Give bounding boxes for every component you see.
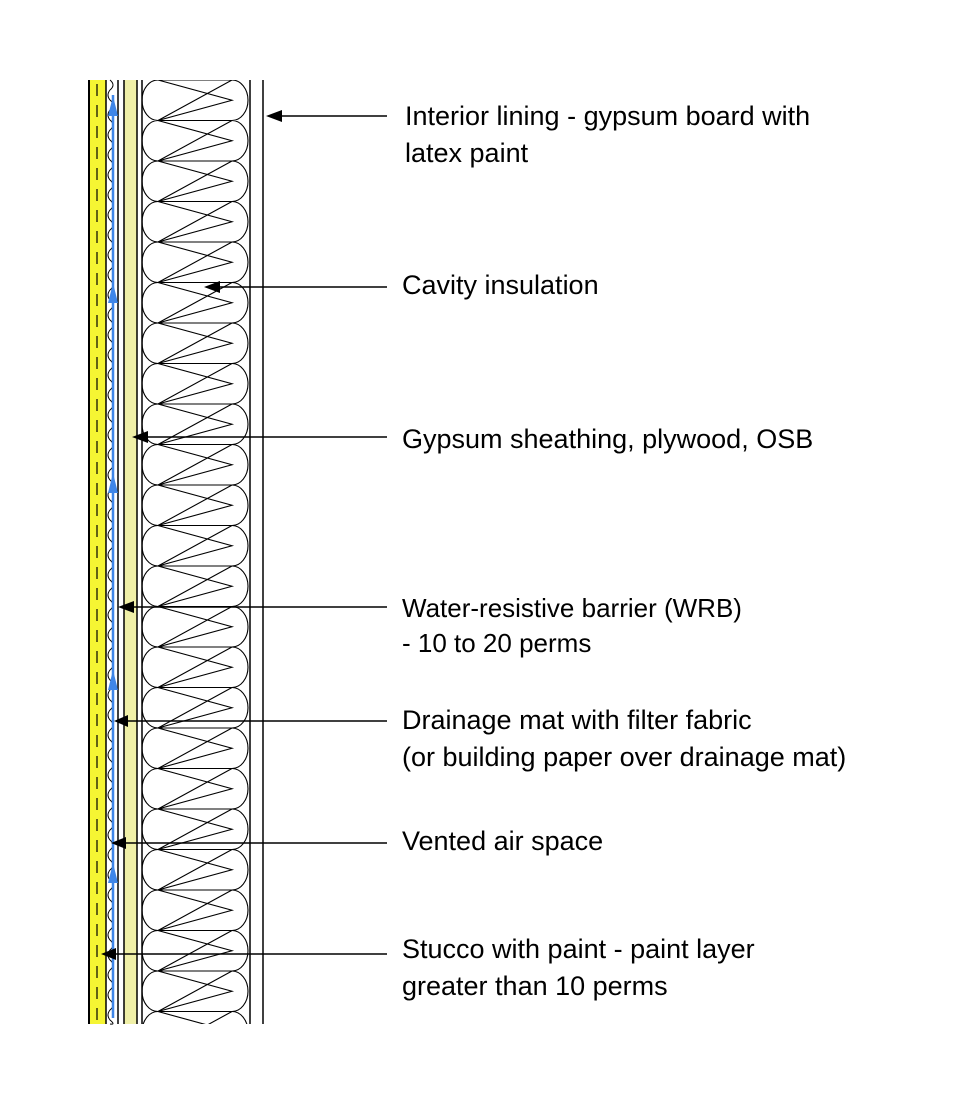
airflow-arrowhead <box>108 473 118 493</box>
callout-wrb: Water-resistive barrier (WRB) - 10 to 20… <box>402 593 742 658</box>
airflow-arrowhead <box>108 283 118 303</box>
sheathing-layer <box>124 80 137 1024</box>
leader-sheathing <box>132 431 387 443</box>
callout-drainage-mat: Drainage mat with filter fabric (or buil… <box>402 705 847 772</box>
callout-vented-air-space: Vented air space <box>402 826 604 856</box>
drainage-airflow-arrows <box>108 95 118 1018</box>
cavity-insulation-pattern <box>142 80 249 1024</box>
drainage-mat-squiggle <box>107 79 114 1025</box>
callout-interior-lining: Interior lining - gypsum board with late… <box>405 101 811 168</box>
airflow-arrowhead <box>108 96 118 116</box>
leader-interior-lining <box>266 110 387 122</box>
leader-cavity-insulation <box>204 281 387 293</box>
callout-cavity-insulation: Cavity insulation <box>402 270 599 300</box>
leader-vented-air-space <box>111 837 387 849</box>
leader-stucco <box>101 948 387 960</box>
airflow-arrowhead <box>108 670 118 690</box>
insulation-zigzag-b <box>157 80 233 1024</box>
insulation-left-loops <box>142 80 159 1024</box>
insulation-right-loops <box>231 80 249 1024</box>
leader-drainage-mat <box>114 715 387 727</box>
callout-sheathing: Gypsum sheathing, plywood, OSB <box>402 424 814 454</box>
callout-stucco: Stucco with paint - paint layer greater … <box>402 934 755 1001</box>
airflow-arrowhead <box>108 863 118 883</box>
leader-wrb <box>118 601 387 613</box>
